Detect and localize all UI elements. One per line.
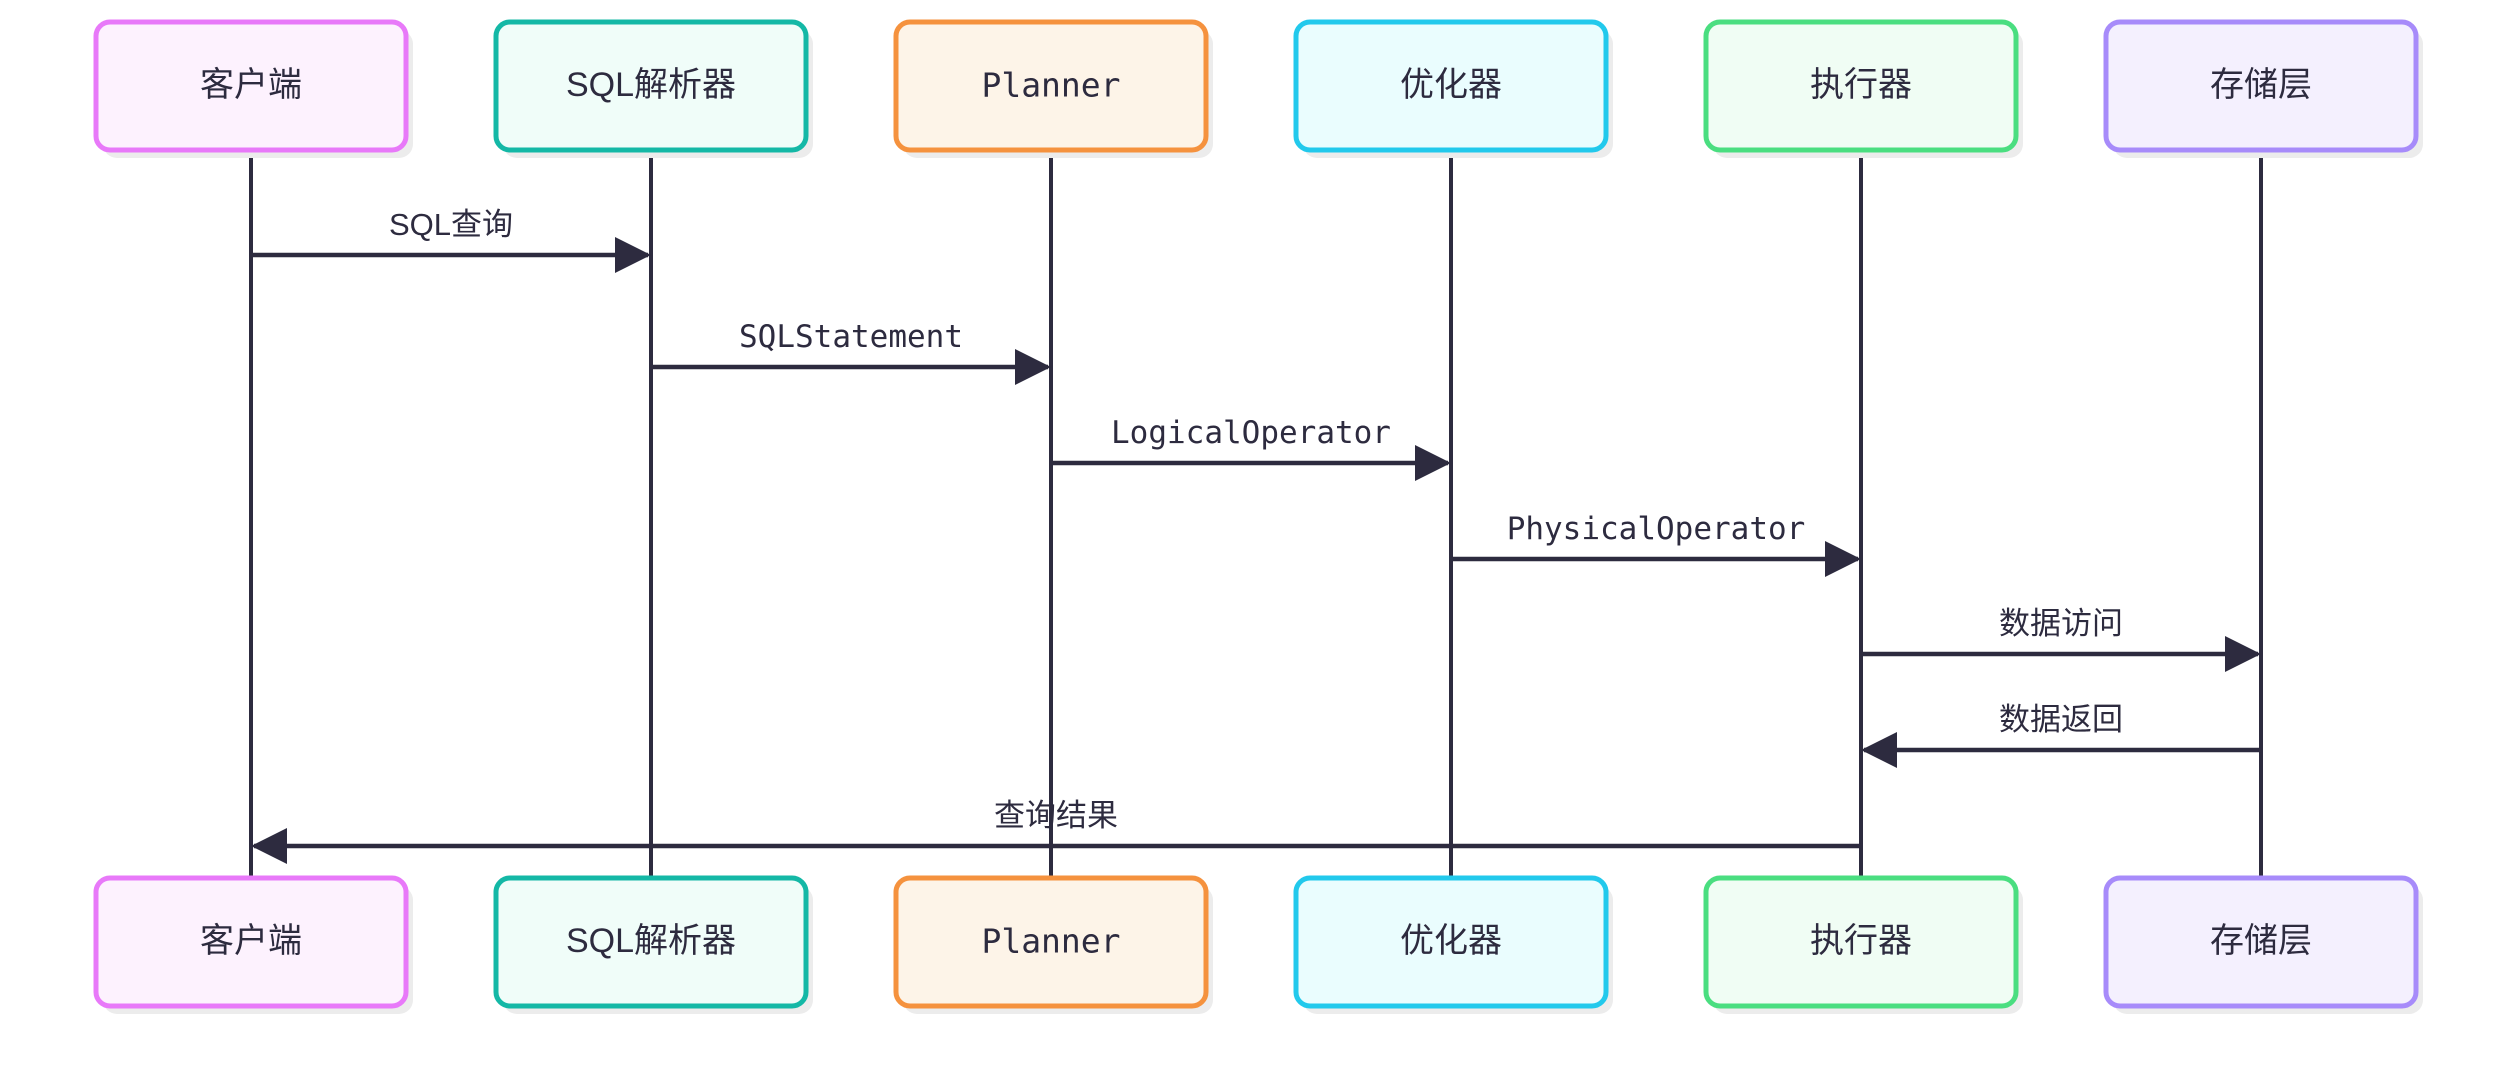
actor-label-parser: SQL解析器 — [566, 66, 736, 104]
actor-box-body — [493, 875, 809, 1009]
message-4-optimizer-to-executor[interactable]: PhysicalOperator — [1451, 511, 1861, 577]
actor-label-optimizer: 优化器 — [1400, 922, 1502, 960]
actor-box-client-top[interactable]: 客户端 — [93, 19, 413, 158]
actor-box-body — [893, 875, 1209, 1009]
message-label: SQLStatement — [739, 319, 963, 355]
actor-label-planner: Planner — [981, 922, 1120, 961]
message-3-planner-to-optimizer[interactable]: LogicalOperator — [1051, 415, 1451, 481]
actor-label-storage: 存储层 — [2210, 66, 2312, 104]
actor-box-executor-bottom[interactable]: 执行器 — [1703, 875, 2023, 1014]
message-2-parser-to-planner[interactable]: SQLStatement — [651, 319, 1051, 385]
actor-box-body — [1703, 19, 2019, 153]
actor-box-parser-bottom[interactable]: SQL解析器 — [493, 875, 813, 1014]
actor-box-body — [493, 19, 809, 153]
lifelines-group — [249, 150, 2263, 878]
message-label: PhysicalOperator — [1507, 511, 1806, 547]
actor-label-storage: 存储层 — [2210, 922, 2312, 960]
actor-box-planner-bottom[interactable]: Planner — [893, 875, 1213, 1014]
message-5-executor-to-storage[interactable]: 数据访问 — [1861, 606, 2261, 672]
message-label: 查询结果 — [994, 798, 1118, 833]
actor-label-executor: 执行器 — [1810, 66, 1912, 104]
actor-label-optimizer: 优化器 — [1400, 66, 1502, 104]
actor-label-planner: Planner — [981, 66, 1120, 105]
actor-box-body — [2103, 875, 2419, 1009]
actor-box-optimizer-bottom[interactable]: 优化器 — [1293, 875, 1613, 1014]
actor-box-body — [93, 875, 409, 1009]
message-label: 数据返回 — [1999, 702, 2123, 737]
actor-box-storage-top[interactable]: 存储层 — [2103, 19, 2423, 158]
actor-box-body — [893, 19, 1209, 153]
actor-box-body — [2103, 19, 2419, 153]
message-1-client-to-parser[interactable]: SQL查询 — [251, 207, 651, 273]
actor-box-client-bottom[interactable]: 客户端 — [93, 875, 413, 1014]
actor-box-parser-top[interactable]: SQL解析器 — [493, 19, 813, 158]
actor-label-client: 客户端 — [200, 922, 302, 960]
actor-box-body — [1293, 19, 1609, 153]
actor-box-body — [1703, 875, 2019, 1009]
actor-box-optimizer-top[interactable]: 优化器 — [1293, 19, 1613, 158]
actor-box-planner-top[interactable]: Planner — [893, 19, 1213, 158]
messages-group: SQL查询 SQLStatementLogicalOperatorPhysical… — [251, 207, 2261, 864]
message-label: SQL查询 — [389, 207, 513, 242]
actor-box-storage-bottom[interactable]: 存储层 — [2103, 875, 2423, 1014]
actors-group: 客户端客户端SQL解析器SQL解析器PlannerPlanner优化器优化器执行… — [93, 19, 2423, 1014]
message-6-storage-to-executor[interactable]: 数据返回 — [1861, 702, 2261, 768]
actor-label-executor: 执行器 — [1810, 922, 1912, 960]
message-label: LogicalOperator — [1111, 415, 1391, 451]
actor-box-body — [1293, 875, 1609, 1009]
actor-label-client: 客户端 — [200, 66, 302, 104]
actor-box-body — [93, 19, 409, 153]
message-label: 数据访问 — [1999, 606, 2123, 641]
actor-box-executor-top[interactable]: 执行器 — [1703, 19, 2023, 158]
message-7-executor-to-client[interactable]: 查询结果 — [251, 798, 1861, 864]
actor-label-parser: SQL解析器 — [566, 922, 736, 960]
